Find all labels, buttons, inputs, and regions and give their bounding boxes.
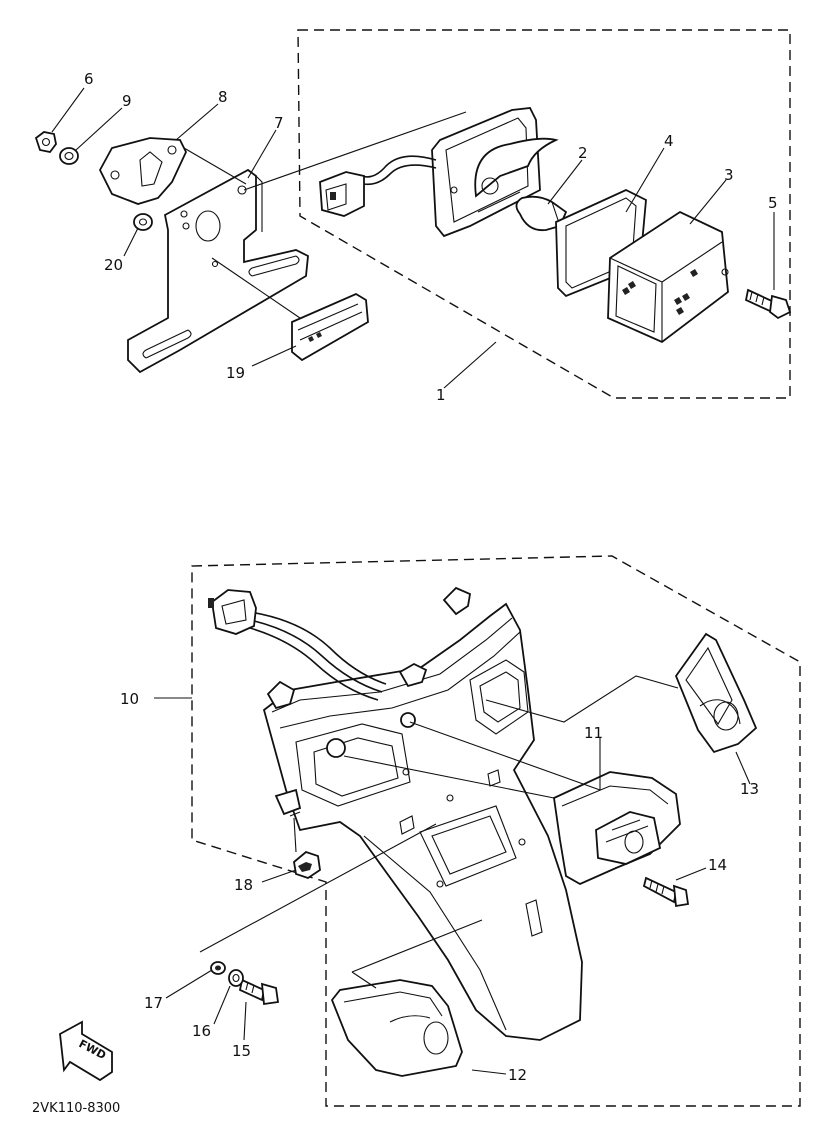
- rear-flap-assembly-group: [154, 555, 801, 1107]
- lens-13: [674, 632, 758, 754]
- rear-flap: [262, 586, 583, 1041]
- forward-arrow-icon: FWD: [59, 1020, 113, 1082]
- tail-light-group-boundary: [297, 29, 791, 399]
- grommet-18: [289, 811, 321, 879]
- rear-flap-group-boundary: [191, 555, 801, 1107]
- callout-6: 6: [84, 70, 94, 88]
- washer-17: [210, 961, 226, 975]
- washer-16: [228, 969, 244, 987]
- callout-17: 17: [144, 994, 163, 1012]
- lens-3: [607, 210, 729, 344]
- callout-5: 5: [768, 194, 778, 212]
- screw-5: [744, 288, 792, 320]
- callout-19: 19: [226, 364, 245, 382]
- tail-light-wiring: [319, 155, 437, 217]
- callout-16: 16: [192, 1022, 211, 1040]
- callout-9: 9: [122, 92, 132, 110]
- tail-light-base: [431, 107, 559, 238]
- tail-light-assembly-group: [34, 29, 792, 399]
- wiring-harness: [208, 589, 387, 701]
- reflector-19: [291, 292, 369, 362]
- callout-18: 18: [234, 876, 253, 894]
- callout-8: 8: [218, 88, 228, 106]
- diagram-code: 2VK110-8300: [32, 1101, 120, 1116]
- callout-14: 14: [708, 856, 727, 874]
- callout-3: 3: [724, 166, 734, 184]
- callout-15: 15: [232, 1042, 251, 1060]
- callout-2: 2: [578, 144, 588, 162]
- nut-20: [133, 213, 153, 231]
- callout-7: 7: [274, 114, 284, 132]
- lens-12: [330, 979, 463, 1077]
- callout-4: 4: [664, 132, 674, 150]
- washer-9: [59, 147, 79, 165]
- bolt-15: [238, 978, 280, 1006]
- license-bracket: [127, 168, 309, 374]
- callout-20: 20: [104, 256, 123, 274]
- screw-14: [642, 876, 690, 908]
- stay-plate: [98, 137, 187, 205]
- callout-1: 1: [436, 386, 446, 404]
- callout-11: 11: [584, 724, 603, 742]
- callout-13: 13: [740, 780, 759, 798]
- bulb-2: [515, 195, 568, 232]
- callout-10: 10: [120, 690, 139, 708]
- nut-6: [34, 131, 57, 153]
- lens-11: [553, 771, 681, 886]
- callout-12: 12: [508, 1066, 527, 1084]
